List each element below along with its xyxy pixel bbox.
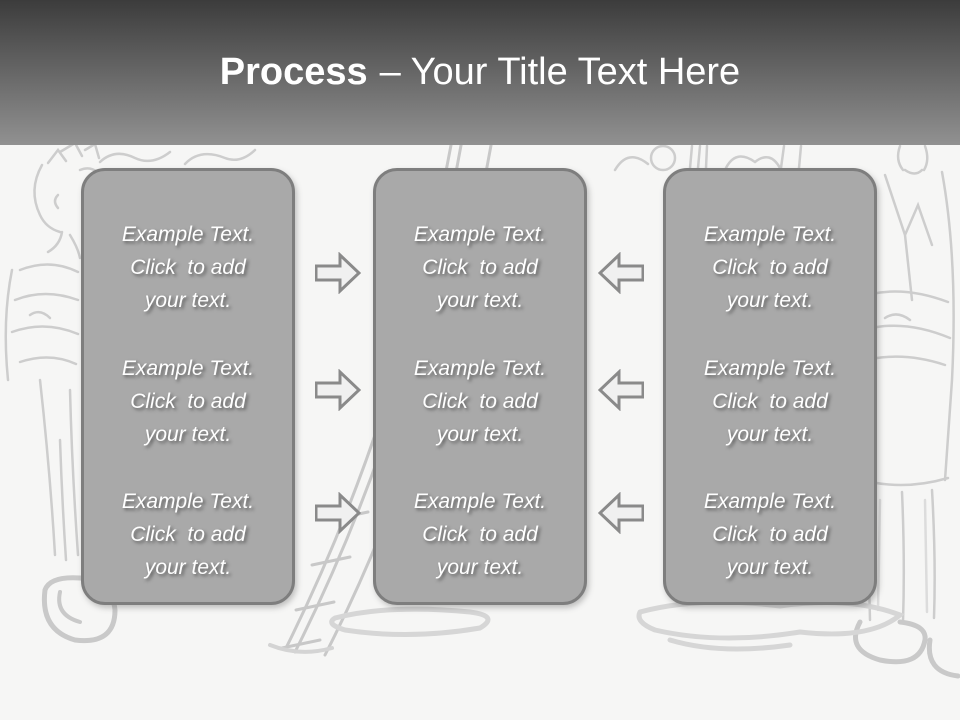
arrow-left-icon[interactable]: [597, 251, 645, 295]
text-placeholder[interactable]: Example Text. Click to add your text.: [703, 490, 837, 579]
left-man-sketch: [4, 141, 118, 644]
text-placeholder[interactable]: Example Text. Click to add your text.: [413, 223, 547, 312]
top-middle-heads-sketch: [613, 144, 803, 172]
arrow-left-icon[interactable]: [597, 491, 645, 535]
text-placeholder[interactable]: Example Text. Click to add your text.: [121, 223, 255, 312]
title-subtitle: – Your Title Text Here: [379, 51, 741, 93]
arrow-right-icon[interactable]: [314, 491, 362, 535]
text-placeholder[interactable]: Example Text. Click to add your text.: [413, 490, 547, 579]
ground-shadow-sketch: [329, 599, 905, 652]
top-left-sketch: [98, 148, 257, 166]
arrow-left-icon[interactable]: [597, 368, 645, 412]
text-placeholder[interactable]: Example Text. Click to add your text.: [703, 223, 837, 312]
text-placeholder[interactable]: Example Text. Click to add your text.: [121, 490, 255, 579]
arrow-right-icon[interactable]: [314, 368, 362, 412]
slide-header: Process – Your Title Text Here: [0, 0, 960, 145]
left-process-panel[interactable]: Example Text. Click to add your text. Ex…: [81, 168, 295, 605]
middle-process-panel[interactable]: Example Text. Click to add your text. Ex…: [373, 168, 587, 605]
title-keyword: Process: [219, 51, 368, 93]
arrow-right-icon[interactable]: [314, 251, 362, 295]
text-placeholder[interactable]: Example Text. Click to add your text.: [121, 357, 255, 446]
page-title[interactable]: Process – Your Title Text Here: [220, 52, 740, 92]
text-placeholder[interactable]: Example Text. Click to add your text.: [413, 357, 547, 446]
right-process-panel[interactable]: Example Text. Click to add your text. Ex…: [663, 168, 877, 605]
text-placeholder[interactable]: Example Text. Click to add your text.: [703, 357, 837, 446]
